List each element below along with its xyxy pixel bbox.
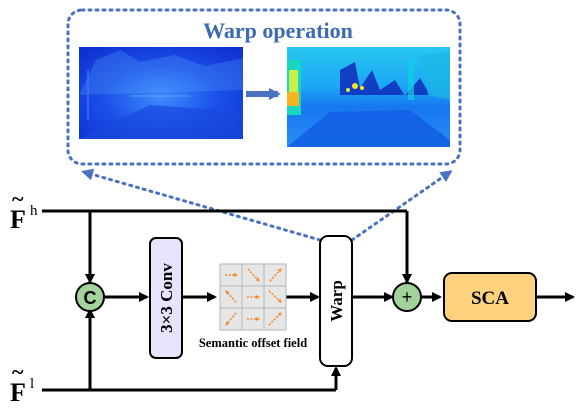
connections (42, 209, 575, 392)
semantic-offset-field: Semantic offset field (199, 263, 307, 350)
inset-title: Warp operation (203, 18, 353, 43)
heatmap-after-image (287, 47, 450, 147)
offset-arrows (225, 268, 282, 326)
warp-block: Warp (319, 235, 353, 367)
sca-label: SCA (471, 288, 509, 309)
heatmap-before-image (79, 47, 243, 139)
sca-block: SCA (443, 272, 537, 322)
concat-label: C (84, 288, 97, 308)
input-f-high-superscript: h (30, 203, 38, 219)
input-f-low-superscript: l (30, 376, 34, 392)
inset-dotted-border (66, 8, 462, 166)
input-f-low: F ~ l (10, 359, 34, 407)
offset-grid (219, 263, 287, 331)
warp-label: Warp (327, 280, 346, 322)
dotted-arrow-right (350, 170, 453, 242)
input-f-low-tilde: ~ (12, 359, 24, 384)
conv-label: 3×3 Conv (157, 263, 176, 333)
conv-block: 3×3 Conv (149, 237, 183, 359)
add-label: + (402, 287, 413, 307)
input-f-high-tilde: ~ (12, 186, 24, 211)
concat-node: C (75, 282, 105, 312)
dotted-arrow-left (81, 168, 322, 242)
input-f-high: F ~ h (10, 186, 38, 234)
add-node: + (392, 282, 422, 312)
input-f-high-symbol: F (10, 205, 26, 234)
offset-field-label: Semantic offset field (199, 336, 307, 350)
input-f-low-symbol: F (10, 378, 26, 407)
warp-operation-inset: Warp operation (66, 8, 462, 242)
